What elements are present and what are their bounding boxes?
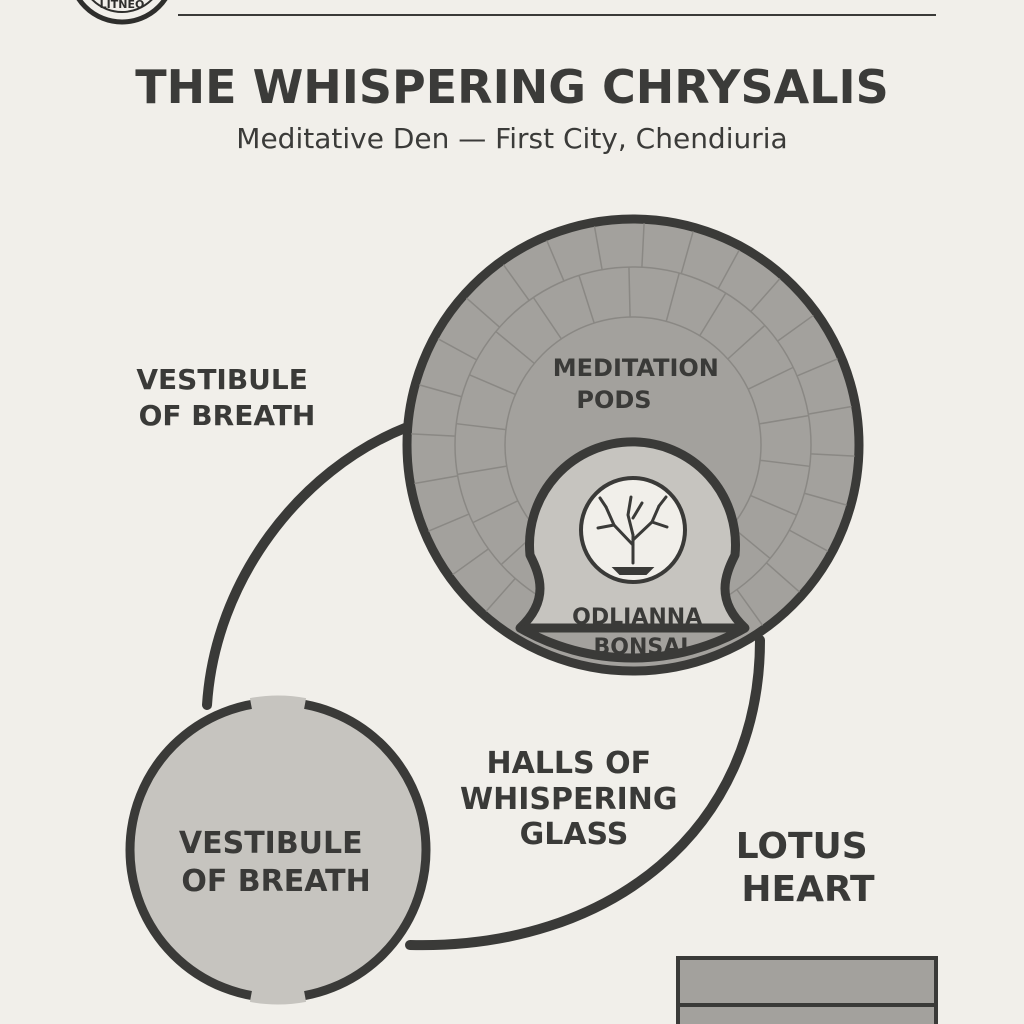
pod-seam: [699, 292, 727, 337]
corridor-southeast: [405, 635, 765, 951]
seal-text: LITNEO: [100, 0, 145, 11]
pod-seam: [665, 272, 680, 322]
vestibule-room: [125, 695, 431, 1005]
pod-seam: [411, 433, 456, 437]
bonsai-label: ODLIANNA BONSAI: [572, 605, 710, 660]
pod-seam: [777, 314, 814, 342]
pod-seam: [747, 366, 794, 390]
vestibule-outer-label: VESTIBULE OF BREATH: [136, 363, 317, 432]
page-subtitle: Meditative Den — First City, Chendiuria: [236, 122, 787, 155]
pod-seam: [532, 297, 562, 340]
pod-seam: [456, 422, 507, 431]
pod-seam: [788, 529, 829, 552]
page-title: THE WHISPERING CHRYSALIS: [135, 60, 889, 114]
pod-seam: [727, 324, 766, 360]
pod-seam: [428, 513, 470, 532]
pod-seam: [452, 548, 489, 576]
corridor-west: [202, 423, 410, 710]
meditation-pods-label: MEDITATION PODS: [553, 354, 728, 414]
pod-seam: [680, 231, 694, 274]
pod-seam: [469, 374, 516, 396]
pod-seam: [810, 453, 855, 457]
pod-seam: [796, 358, 838, 377]
seal-emblem: LITNEO: [76, 0, 168, 25]
pod-seam: [578, 275, 595, 324]
pod-seam: [808, 405, 852, 415]
lotus-heart-block: [676, 956, 938, 1024]
bonsai-chamber: [515, 437, 750, 633]
pod-seam: [495, 330, 535, 364]
pod-seam: [804, 492, 847, 506]
pod-seam: [717, 249, 740, 290]
halls-label: HALLS OF WHISPERING GLASS: [460, 746, 688, 852]
pod-seam: [472, 500, 519, 524]
pod-seam: [765, 562, 800, 593]
pod-seam: [419, 384, 462, 398]
pod-seam: [502, 264, 530, 301]
bonsai-tree-icon: [596, 495, 669, 575]
pod-seam: [759, 414, 809, 425]
vestibule-inner-label: VESTIBULE OF BREATH: [179, 826, 373, 899]
pod-seam: [759, 459, 810, 468]
bonsai-ring-segment: [517, 624, 748, 663]
pod-seam: [641, 223, 645, 268]
pod-seam: [437, 338, 478, 361]
pod-seam: [414, 475, 458, 485]
pod-seam: [466, 297, 501, 328]
pod-seam: [593, 226, 603, 270]
pod-seam: [750, 494, 797, 516]
pod-seam: [485, 577, 516, 612]
pod-seam: [750, 278, 781, 313]
pod-seam: [457, 465, 507, 476]
pod-seam: [546, 240, 565, 282]
pod-seam: [628, 267, 631, 318]
pod-seam: [736, 589, 764, 626]
lotus-heart-label: LOTUS HEART: [736, 826, 881, 910]
